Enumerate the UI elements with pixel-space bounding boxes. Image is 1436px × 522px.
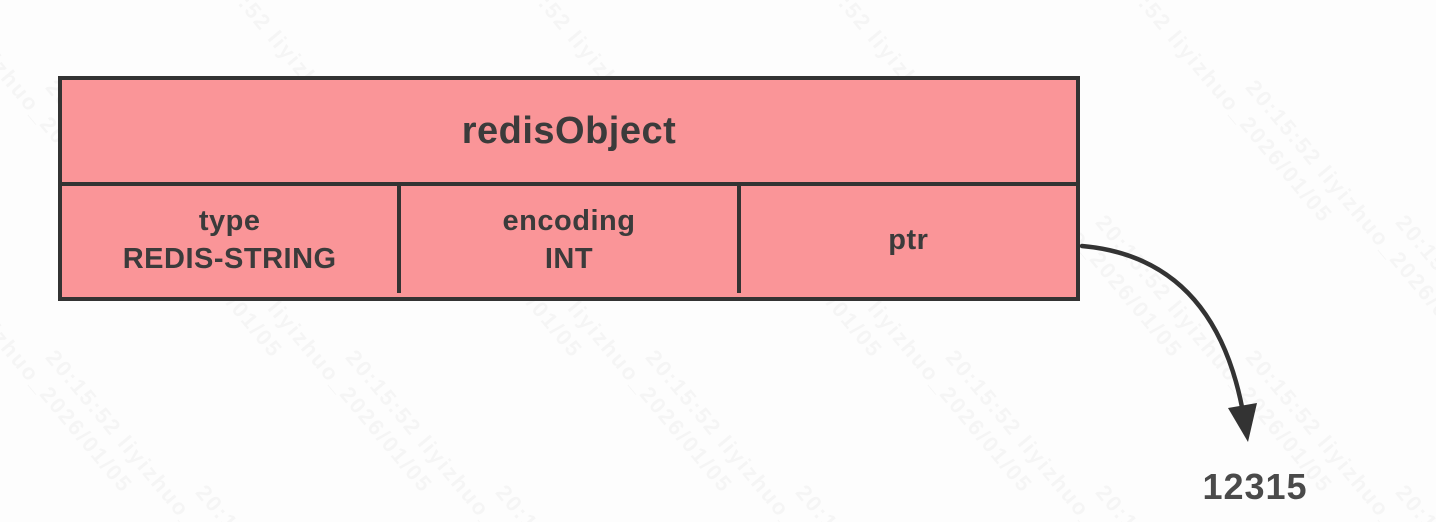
watermark-text: 20:15:52 liyizhuo_2026/01/05 [340, 345, 588, 522]
field-name-ptr: ptr [888, 223, 929, 256]
field-value-type: REDIS-STRING [122, 242, 337, 275]
watermark-text: 20:15:52 liyizhuo_2026/01/05 [1390, 210, 1436, 498]
watermark-text: 20:15:52 liyizhuo_2026/01/05 [1090, 0, 1338, 228]
field-cell-type: type REDIS-STRING [62, 186, 402, 293]
redis-object-fields-row: type REDIS-STRING encoding INT ptr [62, 186, 1076, 293]
redis-object-title: redisObject [461, 109, 677, 152]
watermark-text: 20:15:52 liyizhuo_2026/01/05 [190, 480, 438, 522]
watermark-text: 20:15:52 liyizhuo_2026/01/05 [1090, 210, 1338, 498]
redis-object-header-cell: redisObject [62, 80, 1076, 186]
field-cell-ptr: ptr [741, 186, 1076, 293]
pointer-arrow-curve [1079, 243, 1247, 421]
watermark-text: 20:15:52 liyizhuo_2026/01/05 [1390, 480, 1436, 522]
watermark-text: 20:15:52 liyizhuo_2026/01/05 [490, 480, 738, 522]
pointer-arrowhead-icon [1228, 403, 1257, 442]
field-cell-encoding: encoding INT [401, 186, 741, 293]
watermark-text: 20:15:52 liyizhuo_2026/01/05 [1240, 75, 1436, 363]
watermark-text: 20:15:52 liyizhuo_2026/01/05 [640, 345, 888, 522]
watermark-text: 20:15:52 liyizhuo_2026/01/05 [790, 480, 1038, 522]
pointer-value-label: 12315 [1202, 466, 1308, 507]
watermark-text: 20:15:52 liyizhuo_2026/01/05 [0, 480, 138, 522]
watermark-text: 20:15:52 liyizhuo_2026/01/05 [940, 345, 1188, 522]
field-name-encoding: encoding [502, 204, 636, 237]
watermark-text: 20:15:52 liyizhuo_2026/01/05 [1390, 0, 1436, 228]
field-value-encoding: INT [544, 242, 594, 275]
redis-object-box: redisObject type REDIS-STRING encoding I… [58, 76, 1080, 301]
watermark-text: 20:15:52 liyizhuo_2026/01/05 [40, 345, 288, 522]
field-name-type: type [198, 204, 261, 237]
